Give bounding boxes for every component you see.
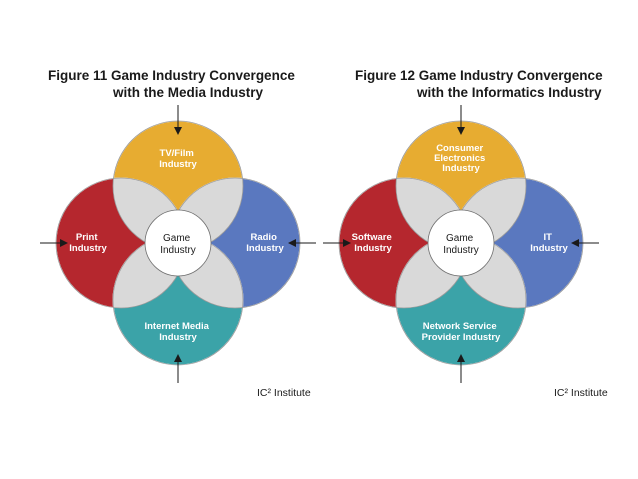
center-circle bbox=[144, 209, 212, 277]
center-circle bbox=[427, 209, 495, 277]
center-label: Game Industry bbox=[443, 233, 479, 256]
figure-12-title-line2: with the Informatics Industry bbox=[416, 85, 602, 100]
top-label: Consumer Electronics Industry bbox=[434, 143, 488, 174]
figure-11-venn: TV/Film Industry Print Industry Radio In… bbox=[55, 120, 301, 366]
right-label: IT Industry bbox=[530, 232, 568, 254]
figure-11-title-line2: with the Media Industry bbox=[112, 85, 264, 100]
left-label: Software Industry bbox=[352, 232, 395, 254]
figure-11-credit: IC² Institute bbox=[257, 387, 311, 399]
bottom-label: Internet Media Industry bbox=[144, 321, 211, 343]
figure-12: Figure 12 Game Industry Convergence with… bbox=[323, 68, 608, 399]
top-label: TV/Film Industry bbox=[159, 148, 197, 170]
figure-12-venn: Consumer Electronics Industry Software I… bbox=[338, 120, 584, 366]
figure-12-title-line1: Figure 12 Game Industry Convergence bbox=[355, 68, 603, 83]
figure-12-credit: IC² Institute bbox=[554, 387, 608, 399]
figure-11: Figure 11 Game Industry Convergence with… bbox=[40, 68, 316, 399]
right-label: Radio Industry bbox=[246, 232, 284, 254]
figure-11-title-line1: Figure 11 Game Industry Convergence bbox=[48, 68, 295, 83]
left-label: Print Industry bbox=[69, 232, 107, 254]
bottom-label: Network Service Provider Industry bbox=[422, 321, 501, 343]
center-label: Game Industry bbox=[160, 233, 196, 256]
